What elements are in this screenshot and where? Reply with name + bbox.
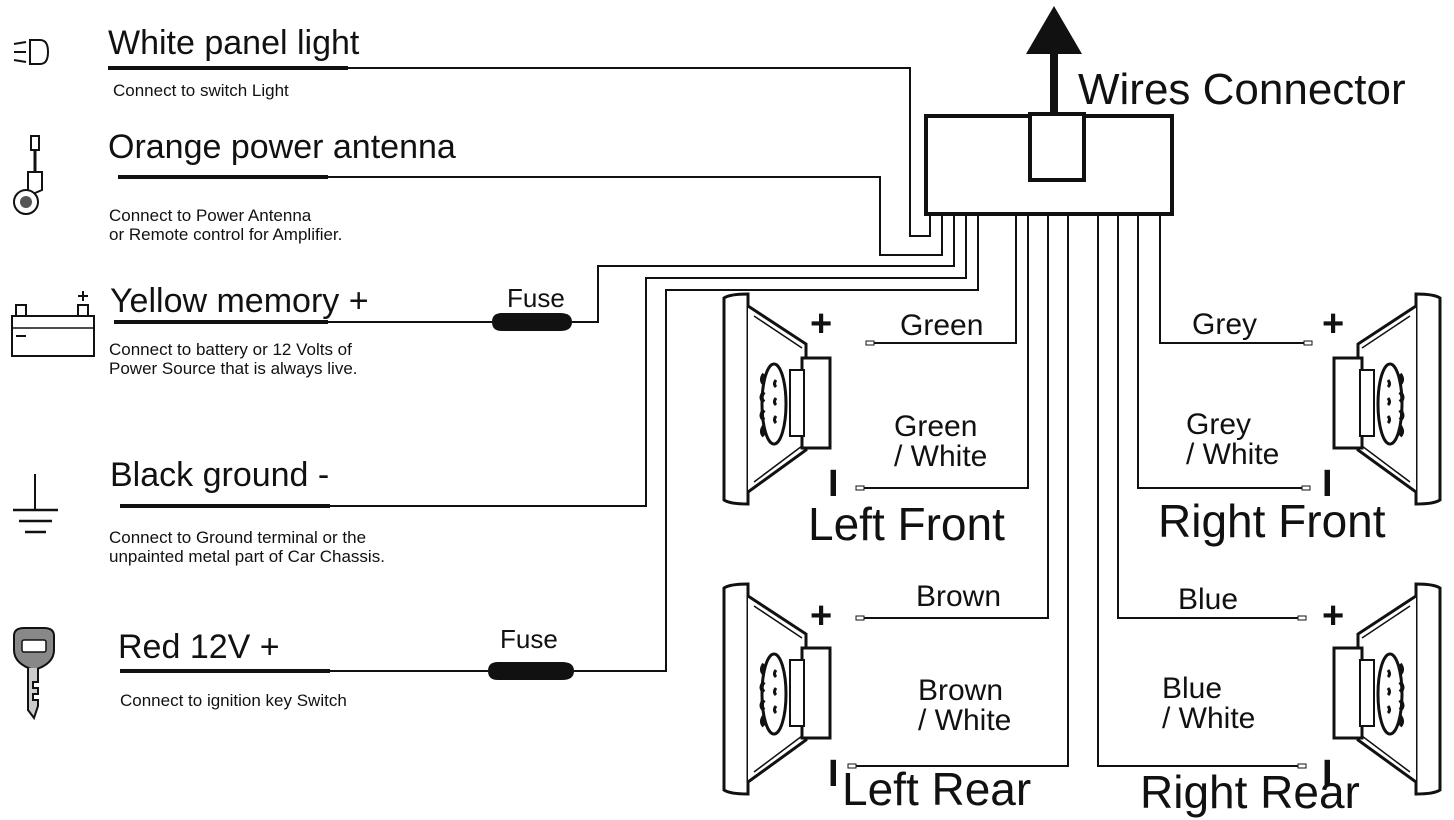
wire-desc: Power Source that is always live.	[109, 359, 358, 378]
polarity-plus: +	[1322, 303, 1344, 345]
neg-wire-label: / White	[918, 704, 1011, 737]
wire-desc: or Remote control for Amplifier.	[109, 225, 342, 244]
wire-row-white: White panel light Connect to switch Ligh…	[108, 24, 360, 100]
wire-name: White panel light	[108, 24, 360, 62]
speaker-right-rear: + I Blue Blue / White Right Rear	[1140, 583, 1360, 818]
wire-name: Red 12V +	[118, 628, 280, 666]
left-wires: White panel light Connect to switch Ligh…	[108, 24, 456, 710]
polarity-plus: +	[1322, 595, 1344, 637]
wires-connector: Wires Connector	[924, 6, 1406, 216]
neg-wire-label: / White	[1162, 702, 1255, 735]
neg-wire-label: / White	[1186, 438, 1279, 471]
wire-name: Orange power antenna	[108, 128, 456, 166]
speaker-wire-lines	[847, 214, 1313, 769]
polarity-minus: I	[828, 753, 839, 795]
battery-icon	[11, 291, 95, 357]
wire-name: Black ground -	[110, 456, 329, 494]
panel-light-icon	[13, 39, 50, 65]
wire-name: Yellow memory +	[110, 282, 369, 320]
neg-wire-label: Green	[894, 410, 977, 443]
wire-row-black: Black ground - Connect to Ground termina…	[109, 456, 385, 566]
fuse-label: Fuse	[507, 283, 565, 313]
up-arrow-icon	[1026, 6, 1082, 54]
fuse-label: Fuse	[500, 624, 558, 654]
wire-desc: Connect to ignition key Switch	[120, 691, 347, 710]
speaker-location: Right Front	[1158, 495, 1386, 547]
wire-desc: Connect to battery or 12 Volts of	[109, 340, 352, 359]
wire-desc: Connect to switch Light	[113, 81, 289, 100]
neg-wire-label: / White	[894, 440, 987, 473]
wire-desc: Connect to Power Antenna	[109, 206, 312, 225]
fuse-icon	[492, 313, 572, 331]
wire-row-orange: Orange power antenna Connect to Power An…	[108, 128, 456, 244]
polarity-minus: I	[1322, 463, 1333, 505]
polarity-plus: +	[810, 303, 832, 345]
fuse-icon	[488, 662, 574, 680]
connector-plug	[1028, 112, 1086, 182]
neg-wire-label: Brown	[918, 674, 1003, 707]
pos-wire-label: Grey	[1192, 308, 1257, 341]
pos-wire-label: Brown	[916, 580, 1001, 613]
wire-row-yellow: Yellow memory + Connect to battery or 12…	[109, 282, 369, 378]
speaker-left-front: + I Green Green / White Left Front	[808, 303, 1005, 550]
left-wire-lines: Fuse Fuse	[108, 66, 979, 680]
polarity-minus: I	[1322, 753, 1333, 795]
pos-wire-label: Green	[900, 309, 983, 342]
speaker-right-front-icon	[1332, 292, 1442, 506]
wire-desc: unpainted metal part of Car Chassis.	[109, 547, 385, 566]
wire-desc: Connect to Ground terminal or the	[109, 528, 366, 547]
speaker-location: Left Rear	[842, 763, 1031, 815]
polarity-plus: +	[810, 595, 832, 637]
ground-icon	[13, 474, 58, 534]
antenna-icon	[13, 135, 43, 215]
ignition-key-icon	[13, 627, 55, 721]
speaker-left-rear: + I Brown Brown / White Left Rear	[810, 580, 1031, 815]
speaker-location: Right Rear	[1140, 766, 1360, 818]
neg-wire-label: Blue	[1162, 672, 1222, 705]
wire-row-red: Red 12V + Connect to ignition key Switch	[118, 628, 347, 710]
polarity-minus: I	[828, 463, 839, 505]
neg-wire-label: Grey	[1186, 408, 1251, 441]
pos-wire-label: Blue	[1178, 583, 1238, 616]
speaker-right-front: + I Grey Grey / White Right Front	[1158, 303, 1386, 547]
diagram-title: Wires Connector	[1078, 65, 1406, 114]
speaker-location: Left Front	[808, 498, 1005, 550]
speaker-right-rear-icon	[1332, 582, 1442, 796]
